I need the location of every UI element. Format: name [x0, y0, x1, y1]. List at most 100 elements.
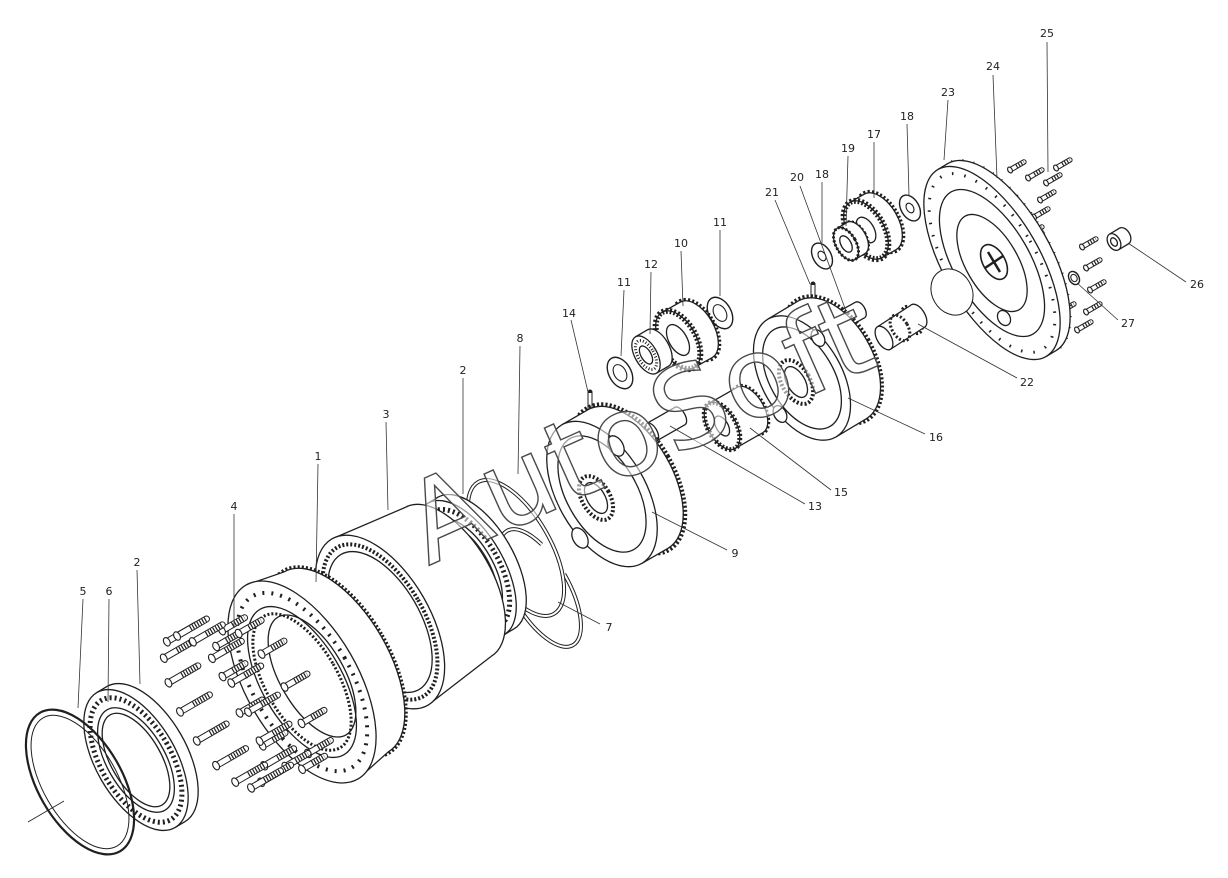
hub-bolt-head — [207, 653, 216, 664]
bearing-19-bore — [839, 235, 853, 253]
hub-bolt-shank — [232, 762, 268, 785]
hub-bolt-thread — [189, 616, 208, 631]
part-19-bearing — [832, 220, 870, 262]
bearing-6-rollers — [87, 695, 185, 825]
stud-bolt-shank — [298, 707, 327, 726]
part-9-carrier — [546, 402, 688, 568]
cover-bolt-head — [1079, 243, 1085, 251]
part-23-cover — [923, 158, 1072, 361]
cover-bolt-head — [1087, 286, 1093, 294]
hub-bolt-head — [176, 707, 184, 717]
stud-bolt-head — [280, 682, 289, 692]
hub-bolt-head — [244, 707, 252, 717]
label-5: 5 — [80, 585, 87, 598]
bearing-6-inner-race — [96, 707, 176, 813]
label-16: 16 — [929, 431, 943, 444]
hub-bolt-thread — [271, 721, 291, 736]
leader-line-27 — [1076, 282, 1119, 321]
hub-bolt-thread — [223, 639, 243, 653]
hub-bolt-thread — [175, 639, 195, 653]
hub-bolt-head — [188, 637, 197, 647]
label-15: 15 — [834, 486, 848, 499]
leader-line-14 — [570, 319, 589, 393]
stud-bolt-head — [257, 649, 266, 659]
stud-bolt-head — [234, 628, 243, 639]
carrier-16-edge-top — [767, 300, 799, 320]
leader-line-12 — [649, 271, 652, 335]
carrier-16-bore — [783, 365, 809, 399]
hub-bolt-thread — [276, 746, 295, 761]
sun-gear-front-teeth — [701, 399, 743, 453]
hub-bolt-shank — [177, 692, 212, 715]
hub-bolt-head — [159, 653, 168, 663]
hub-bolt-head — [246, 783, 255, 793]
sun-gear-bore — [713, 415, 731, 437]
part-12-needle-bearing — [631, 328, 673, 375]
hub-bolt-shank — [209, 638, 244, 661]
stud-bolt-thread — [310, 754, 326, 766]
cover-bolt-head — [1007, 166, 1013, 174]
leader-line-18-upper — [906, 123, 910, 196]
label-8: 8 — [517, 332, 524, 345]
label-18-upper: 18 — [900, 110, 914, 123]
label-19: 19 — [841, 142, 855, 155]
stud-bolt-thread — [230, 615, 246, 628]
leader-line-26 — [1127, 242, 1187, 283]
hub-bolt-shank — [165, 663, 201, 686]
part-13-pin — [644, 406, 688, 442]
hub-bolt-head — [227, 678, 236, 688]
carrier-9-bore — [583, 481, 609, 515]
gear-10-front-teeth — [652, 307, 704, 373]
cover-bolt-head — [1083, 308, 1089, 316]
stud-bolt-shank — [260, 730, 288, 749]
hub-inner-step — [267, 614, 357, 738]
washer-outer — [898, 194, 922, 222]
carrier-9-pin-hole — [571, 527, 589, 549]
label-4: 4 — [231, 500, 238, 513]
label-14: 14 — [562, 307, 576, 320]
hub-bolt-holes — [234, 590, 370, 774]
label-3: 3 — [383, 408, 390, 421]
stud-bolt-thread — [293, 671, 309, 684]
stud-bolt-head — [212, 641, 221, 652]
plug-front-face — [1106, 232, 1122, 252]
cover-bolt-head — [1037, 196, 1043, 204]
shaft-spline-mid — [888, 313, 912, 343]
hub-bolt-thread — [204, 622, 224, 637]
leader-line-2-lower — [136, 569, 141, 685]
leader-line-11-lower — [620, 289, 625, 357]
stud-bolt-shank — [258, 638, 287, 657]
label-6: 6 — [106, 585, 113, 598]
bearing-6-bore — [101, 712, 171, 808]
leader-line-16 — [847, 397, 926, 435]
leader-line-6 — [107, 598, 110, 703]
part-15-sun-gear — [701, 383, 771, 453]
label-21: 21 — [765, 186, 779, 199]
label-9: 9 — [732, 547, 739, 560]
cover-port — [996, 309, 1012, 327]
hub-bolt-shank — [190, 622, 225, 645]
label-1: 1 — [315, 450, 322, 463]
carrier-16-rim — [761, 326, 843, 430]
leader-line-10 — [680, 250, 684, 307]
leader-line-22 — [917, 323, 1018, 379]
part-26-plug — [1106, 226, 1132, 252]
stud-bolt-shank — [305, 737, 333, 756]
label-10: 10 — [674, 237, 688, 250]
stud-bolt-head — [235, 708, 244, 718]
bearing-19-front-teeth — [832, 226, 860, 262]
hub-bolt-head — [164, 678, 173, 688]
leader-line-20 — [799, 185, 847, 312]
stud-bolt-shank — [236, 618, 264, 637]
label-2-lower: 2 — [134, 556, 141, 569]
drum-edge-top — [331, 506, 406, 540]
plug-27-a-outer — [1067, 270, 1081, 286]
label-20: 20 — [790, 171, 804, 184]
hub-bolt-thread — [260, 692, 279, 707]
cover-ring-2 — [956, 213, 1028, 313]
label-2-upper: 2 — [460, 364, 467, 377]
leader-line-1 — [315, 463, 319, 583]
pin-13-edge-top — [646, 406, 676, 424]
label-25: 25 — [1040, 27, 1054, 40]
